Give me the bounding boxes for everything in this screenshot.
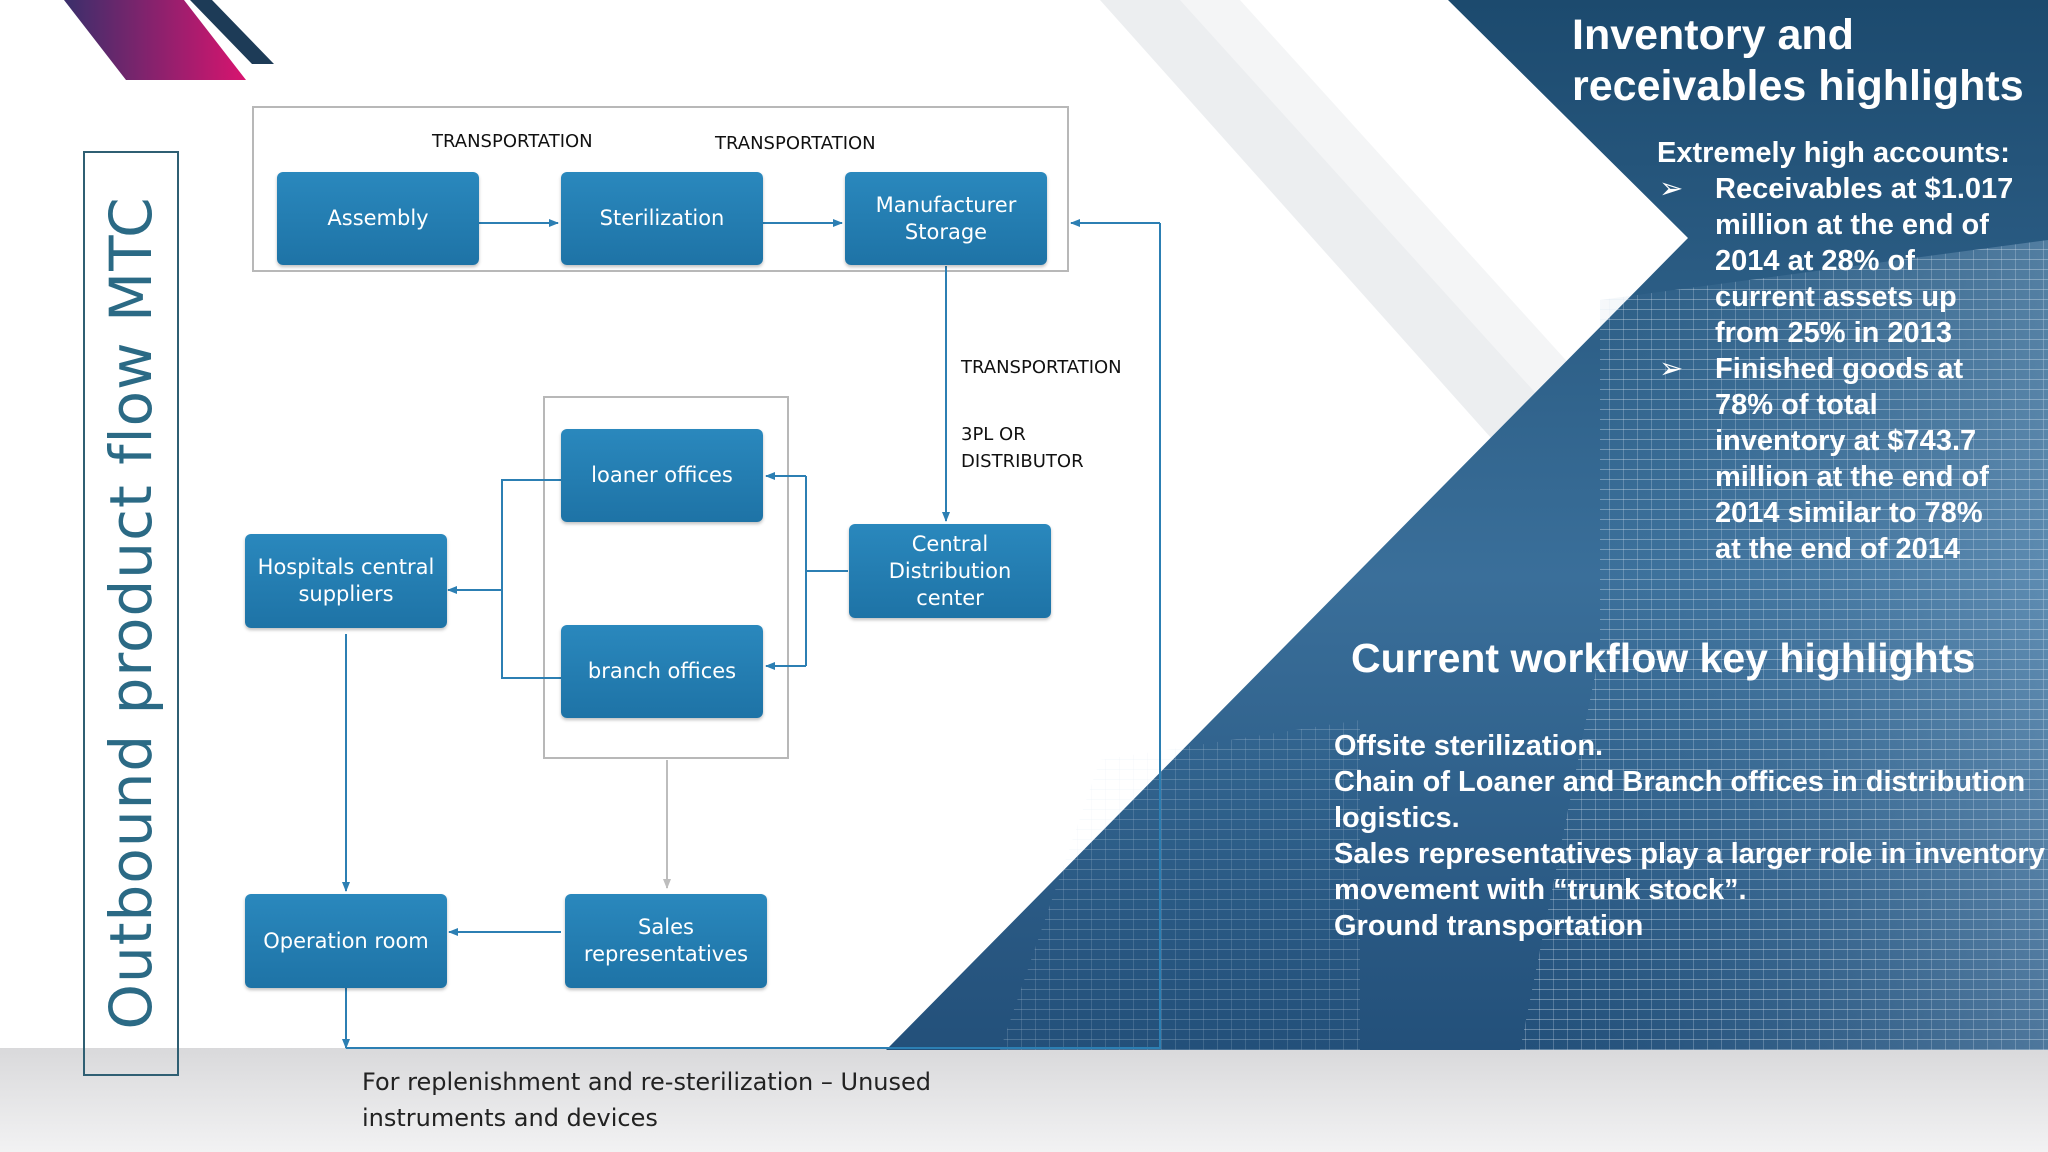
- building-windows: [1520, 240, 2048, 1050]
- vertical-title-frame: [83, 151, 179, 1076]
- node-branch-offices-label: branch offices: [587, 659, 737, 683]
- workflow-bullet-line: Offsite sterilization.: [1334, 730, 1604, 762]
- inventory-bullet-line: 2014 similar to 78%: [1715, 497, 1983, 529]
- workflow-bullet-item: ➢ Sales representatives play a larger ro…: [1334, 836, 2048, 908]
- node-assembly-label: Assembly: [327, 206, 429, 230]
- node-sales-line1: Sales: [638, 915, 694, 939]
- inventory-bullet-line: Receivables at $1.017: [1715, 173, 2014, 205]
- workflow-bullet-line: logistics.: [1334, 802, 1460, 834]
- inventory-bullet-line: million at the end of: [1715, 209, 1989, 241]
- workflow-bullet-line: movement with “trunk stock”.: [1334, 874, 1747, 906]
- node-central-distribution-line1: Central: [911, 531, 989, 556]
- footer-note: For replenishment and re-sterilization –…: [362, 1064, 931, 1136]
- workflow-bullet-item: ➢ Offsite sterilization.: [1334, 728, 2048, 764]
- node-loaner-offices: loaner offices: [561, 429, 763, 522]
- inventory-bullet-line: from 25% in 2013: [1715, 317, 1952, 349]
- decor-accent-navy: [190, 0, 274, 64]
- inventory-bullet-item: ➢ Receivables at $1.017 million at the e…: [1659, 171, 2014, 351]
- label-3pl-line1: 3PL OR: [961, 424, 1026, 445]
- inventory-bullet-line: 78% of total: [1715, 389, 1878, 421]
- inventory-bullet-line: at the end of 2014: [1715, 533, 1960, 565]
- inventory-title-line1: Inventory and: [1572, 11, 1854, 59]
- node-manufacturer-storage-line2: Storage: [904, 219, 988, 244]
- label-transportation-3: TRANSPORTATION: [961, 357, 1122, 378]
- footer-note-line2: instruments and devices: [362, 1104, 658, 1132]
- inventory-bullet-line: 2014 at 28% of: [1715, 245, 1915, 277]
- workflow-bullet-item: ➢ Ground transportation: [1334, 908, 2048, 944]
- node-central-distribution-line3: center: [916, 585, 984, 610]
- label-3pl-line2: DISTRIBUTOR: [961, 451, 1084, 472]
- workflow-bullet-list: ➢ Offsite sterilization. ➢ Chain of Loan…: [1334, 728, 2048, 944]
- node-central-distribution: Central Distribution center: [849, 524, 1051, 618]
- inventory-title-line2: receivables highlights: [1572, 62, 2024, 110]
- node-branch-offices: branch offices: [561, 625, 763, 718]
- node-hospitals-line1: Hospitals central: [257, 555, 435, 579]
- manufacturing-group-frame: [252, 106, 1069, 272]
- node-assembly: Assembly: [277, 172, 479, 265]
- workflow-bullet-item: ➢ Chain of Loaner and Branch offices in …: [1334, 764, 2048, 836]
- inventory-bullet-line: Finished goods at: [1715, 353, 1964, 385]
- node-manufacturer-storage-line1: Manufacturer: [875, 192, 1017, 217]
- footer-band: [0, 1048, 2048, 1152]
- label-transportation-1: TRANSPORTATION: [432, 131, 593, 152]
- node-sales-representatives: Sales representatives: [565, 894, 767, 988]
- footer-note-line1: For replenishment and re-sterilization –…: [362, 1068, 932, 1096]
- connector-distribution-offices: [805, 476, 848, 572]
- bullet-arrow-icon: ➢: [1659, 353, 1684, 385]
- connector-return-loop: [346, 223, 1161, 1049]
- inventory-intro: Extremely high accounts:: [1657, 137, 2010, 169]
- label-transportation-2: TRANSPORTATION: [715, 133, 876, 154]
- inventory-title: Inventory and receivables highlights: [1572, 10, 2024, 112]
- node-loaner-offices-label: loaner offices: [591, 463, 733, 487]
- node-central-distribution-line2: Distribution: [888, 558, 1012, 583]
- offices-group-frame: [543, 396, 789, 759]
- workflow-bullet-line: Sales representatives play a larger role…: [1334, 838, 2045, 870]
- node-sales-line2: representatives: [583, 942, 749, 966]
- node-operation-room-label: Operation room: [263, 928, 429, 953]
- decor-accent-magenta: [64, 0, 246, 80]
- inventory-bullet-line: current assets up: [1715, 281, 1957, 313]
- inventory-bullet-list: ➢ Receivables at $1.017 million at the e…: [1659, 171, 2014, 567]
- connector-loaner-branch: [501, 479, 561, 679]
- node-operation-room: Operation room: [245, 894, 447, 988]
- decor-stripe-light-2: [1180, 0, 1620, 420]
- building-left-wing: [1000, 720, 1360, 1050]
- node-manufacturer-storage: Manufacturer Storage: [845, 172, 1047, 265]
- inventory-bullet-line: inventory at $743.7: [1715, 425, 1977, 457]
- node-hospitals-line2: suppliers: [298, 582, 394, 606]
- workflow-bullet-line: Ground transportation: [1334, 910, 1644, 942]
- inventory-bullet-item: ➢ Finished goods at 78% of total invento…: [1659, 351, 2013, 567]
- inventory-bullet-line: million at the end of: [1715, 461, 1989, 493]
- bullet-arrow-icon: ➢: [1659, 173, 1684, 205]
- workflow-bullet-line: Chain of Loaner and Branch offices in di…: [1334, 766, 2026, 798]
- node-sterilization: Sterilization: [561, 172, 763, 265]
- workflow-title: Current workflow key highlights: [1351, 635, 1976, 681]
- node-hospitals-central-suppliers: Hospitals central suppliers: [245, 534, 447, 628]
- node-sterilization-label: Sterilization: [599, 206, 725, 230]
- label-3pl: 3PL OR DISTRIBUTOR: [961, 421, 1084, 475]
